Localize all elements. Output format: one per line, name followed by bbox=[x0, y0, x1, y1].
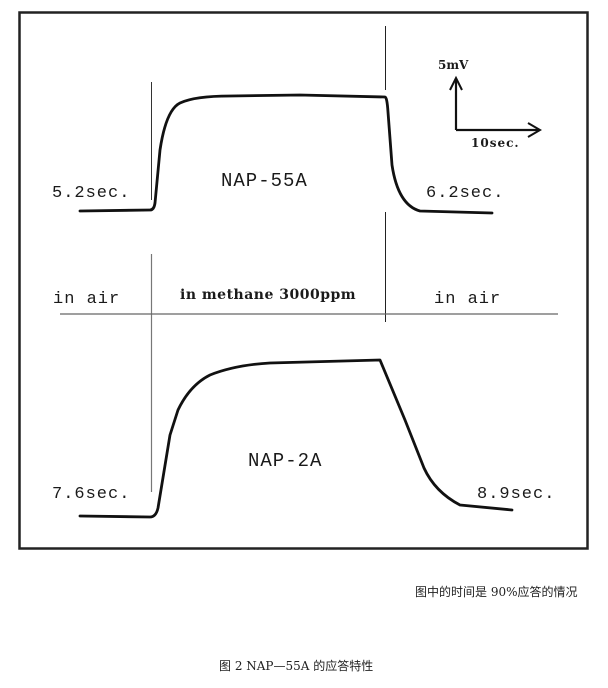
curve-nap-55a bbox=[78, 93, 494, 215]
phase-label-air-right: in air bbox=[434, 290, 502, 309]
scale-time-label: 10sec. bbox=[471, 136, 520, 150]
phase-label-air-left: in air bbox=[53, 290, 121, 309]
fall-time-nap-55a: 6.2sec. bbox=[426, 184, 505, 203]
rise-time-nap-2a: 7.6sec. bbox=[52, 485, 131, 504]
sensor-label-nap-2a: NAP-2A bbox=[248, 450, 323, 472]
phase-label-methane: in methane 3000ppm bbox=[180, 287, 357, 303]
figure-caption: 图 2 NAP—55A 的应答特性 bbox=[219, 659, 374, 673]
sensor-label-nap-55a: NAP-55A bbox=[221, 170, 308, 192]
figure-frame bbox=[18, 11, 589, 550]
scale-voltage-label: 5mV bbox=[438, 58, 469, 72]
scale-bar bbox=[449, 75, 542, 138]
fall-time-nap-2a: 8.9sec. bbox=[477, 485, 556, 504]
curve-nap-2a bbox=[78, 358, 514, 519]
rise-time-nap-55a: 5.2sec. bbox=[52, 184, 131, 203]
figure-note: 图中的时间是 90%应答的情况 bbox=[415, 585, 578, 599]
